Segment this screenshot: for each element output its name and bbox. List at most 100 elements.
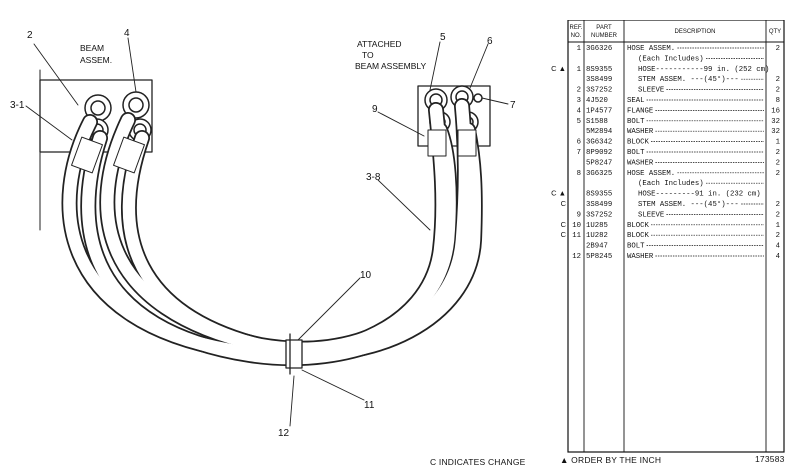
callout-10: 10	[360, 270, 372, 281]
part-description: SLEEVE	[638, 87, 664, 95]
quantity: 16	[771, 107, 780, 115]
quantity: 8	[776, 97, 780, 105]
part-description: WASHER	[627, 128, 654, 136]
callout-5: 5	[440, 32, 446, 43]
attached-label-1: ATTACHED	[357, 39, 402, 49]
part-number: 3S7252	[586, 87, 612, 95]
part-description: BOLT	[627, 243, 645, 251]
part-description: (Each Includes)	[638, 180, 704, 188]
callout-2: 2	[27, 30, 33, 41]
order-by-inch-note: ▲ ORDER BY THE INCH	[560, 455, 662, 465]
part-description: BOLT	[627, 118, 645, 126]
part-number: 5P8245	[586, 253, 612, 261]
header-part-line2: NUMBER	[591, 33, 618, 39]
leader-lines	[25, 37, 509, 427]
ref-number: 8	[577, 170, 581, 178]
attached-label-2: TO	[362, 50, 374, 60]
part-description: STEM ASSEM. ---(45°)---	[638, 200, 739, 209]
ref-number: 1	[577, 45, 582, 53]
callout-3-1: 3-1	[10, 100, 25, 111]
quantity: 32	[771, 128, 780, 136]
change-mark: C	[561, 220, 567, 229]
part-description: BLOCK	[627, 222, 650, 230]
quantity: 2	[776, 45, 780, 53]
ref-number: 9	[577, 211, 581, 219]
quantity: 2	[776, 76, 780, 84]
quantity: 4	[776, 253, 781, 261]
ref-number: 12	[572, 253, 581, 261]
change-mark: C	[561, 199, 567, 208]
part-description: (Each Includes)	[638, 55, 704, 63]
beam-assem-label-2: ASSEM.	[80, 55, 112, 65]
part-description: FLANGE	[627, 107, 653, 115]
part-description: WASHER	[627, 159, 654, 167]
quantity: 2	[776, 170, 780, 178]
part-description: WASHER	[627, 253, 654, 261]
part-description: HOSE ASSEM.	[627, 45, 675, 53]
quantity: 2	[776, 232, 780, 240]
hose-bundle	[61, 98, 483, 366]
quantity: 2	[776, 159, 780, 167]
change-mark: C ▲	[551, 189, 566, 198]
callout-9: 9	[372, 104, 378, 115]
part-number: 1U282	[586, 232, 608, 240]
clamp-block	[285, 339, 303, 369]
part-number: 3S8499	[586, 76, 612, 84]
part-number: 3S8499	[586, 201, 612, 209]
part-description: BLOCK	[627, 139, 650, 147]
callout-12: 12	[278, 428, 290, 439]
part-description: HOSE ASSEM.	[627, 170, 675, 178]
right-mounting-plate	[417, 85, 491, 147]
ref-number: 3	[577, 97, 581, 105]
part-number: 8S9355	[586, 191, 612, 199]
drawing-number: 173583	[755, 454, 785, 464]
ref-number: 10	[572, 222, 581, 230]
part-number: 3G6325	[586, 170, 612, 178]
part-number: S1588	[586, 118, 608, 126]
quantity: 4	[776, 243, 781, 251]
ref-number: 5	[577, 118, 581, 126]
quantity: 2	[776, 201, 780, 209]
change-marks-column: C ▲C ▲CCC	[551, 64, 567, 239]
part-description: STEM ASSEM. ---(45°)---	[638, 75, 739, 84]
callout-4: 4	[124, 28, 130, 39]
part-number: 1U285	[586, 222, 608, 230]
ref-number: 7	[577, 149, 581, 157]
quantity: 1	[776, 222, 781, 230]
part-number: 8P9092	[586, 149, 612, 157]
part-number: 8S9355	[586, 66, 612, 74]
ref-number: 4	[577, 107, 582, 115]
part-number: 3S7252	[586, 211, 612, 219]
ref-number: 6	[577, 139, 581, 147]
hose-assembly-diagram: BEAM ASSEM. ATTACHED TO BEAM ASSEMBLY 2 …	[10, 28, 516, 439]
part-description: BOLT	[627, 149, 645, 157]
header-ref-line2: NO.	[571, 33, 582, 39]
beam-assem-label-1: BEAM	[80, 43, 104, 53]
header-part-line1: PART	[596, 25, 612, 31]
part-description: BLOCK	[627, 232, 650, 240]
quantity: 2	[776, 87, 780, 95]
part-description: HOSE---------91 in. (232 cm)	[638, 191, 761, 199]
callout-7: 7	[510, 100, 516, 111]
callout-3-8: 3-8	[366, 172, 381, 183]
quantity: 1	[776, 139, 781, 147]
part-description: SEAL	[627, 97, 645, 105]
change-mark: C ▲	[551, 64, 566, 73]
quantity: 2	[776, 149, 780, 157]
change-mark: C	[561, 230, 567, 239]
callout-11: 11	[364, 400, 375, 411]
change-note: C INDICATES CHANGE	[430, 457, 526, 467]
part-number: 5P8247	[586, 159, 612, 167]
ref-number: 11	[572, 232, 581, 240]
callout-6: 6	[487, 36, 493, 47]
quantity: 32	[771, 118, 780, 126]
part-number: 3G6326	[586, 45, 612, 53]
quantity: 2	[776, 211, 780, 219]
part-description: SLEEVE	[638, 211, 664, 219]
part-number: 3G6342	[586, 139, 612, 147]
part-number: 2B947	[586, 243, 608, 251]
part-number: 4J520	[586, 97, 608, 105]
header-qty: QTY	[769, 29, 781, 35]
header-ref-line1: REF.	[569, 25, 582, 31]
